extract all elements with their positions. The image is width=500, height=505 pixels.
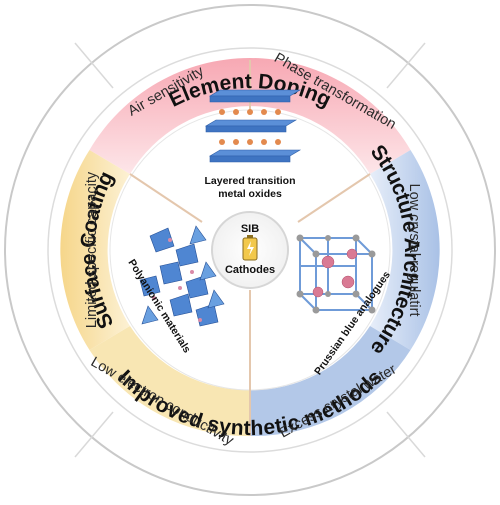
material-layered-line2: metal oxides bbox=[218, 188, 282, 200]
blue-sector-upper bbox=[370, 150, 440, 350]
material-layered-line1: Layered transition bbox=[204, 175, 295, 187]
polyanionic-illustration bbox=[139, 225, 225, 327]
center-label-top: SIB bbox=[241, 223, 259, 235]
pink-sector bbox=[89, 57, 411, 174]
outer-ring-dividers bbox=[74, 42, 426, 458]
blue-sector-lower bbox=[250, 326, 411, 437]
inner-dividers bbox=[129, 60, 371, 436]
center-label-bottom: Cathodes bbox=[225, 264, 275, 276]
problem-low-crystal: Low crystal regulatirt bbox=[406, 184, 422, 317]
prussian-blue-illustration bbox=[296, 234, 376, 314]
layered-oxide-illustration bbox=[204, 89, 302, 163]
problem-band bbox=[60, 57, 440, 437]
battery-icon bbox=[242, 235, 258, 261]
yellow-sector-upper bbox=[60, 150, 130, 350]
problem-limited-capacity: Limited specific capacity bbox=[84, 171, 100, 328]
yellow-sector-lower bbox=[89, 326, 250, 437]
